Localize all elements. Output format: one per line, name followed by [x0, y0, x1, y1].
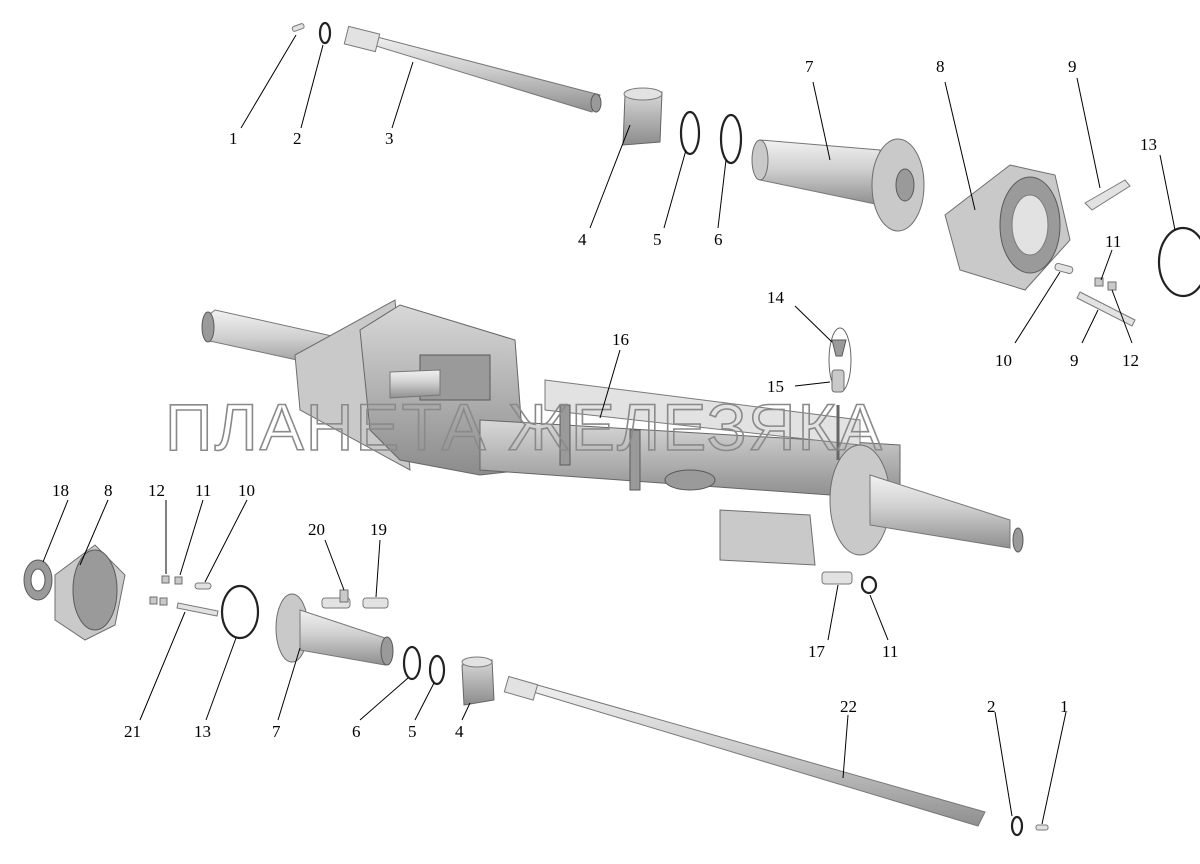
- parts-10-11-12-small-bottom: [149, 575, 212, 606]
- callout-16: 16: [612, 330, 629, 349]
- part-5-ring-top: [679, 110, 701, 156]
- parts-17-11-bolt-washer: [821, 571, 878, 595]
- part-8-brake-bottom: [54, 544, 126, 641]
- part-5-ring-bottom: [428, 654, 446, 686]
- callout-14: 14: [767, 288, 785, 307]
- callout-labels: 1 2 3 4 5 6 7 8 9 13 11 10 9 12 14 15 16…: [52, 57, 1157, 741]
- callout-6-top: 6: [714, 230, 723, 249]
- callout-11-bottom: 11: [195, 481, 211, 500]
- callout-5-bottom: 5: [408, 722, 417, 741]
- callout-2-top: 2: [293, 129, 302, 148]
- watermark-text: ПЛАНЕТА ЖЕЛЕЗЯКА: [165, 390, 884, 464]
- part-8-brake-top: [944, 164, 1071, 291]
- leader-lines: [42, 34, 1176, 825]
- callout-10-top: 10: [995, 351, 1012, 370]
- part-1-pin-bottom: [1035, 824, 1049, 831]
- callout-2-bottom: 2: [987, 697, 996, 716]
- callout-12-top: 12: [1122, 351, 1139, 370]
- callout-8-bottom: 8: [104, 481, 113, 500]
- callout-5-top: 5: [653, 230, 662, 249]
- part-2-ring-top: [318, 21, 332, 45]
- part-2-ring-bottom: [1010, 815, 1024, 837]
- part-4-bushing-bottom: [461, 656, 495, 706]
- part-9-bracket-top: [1084, 179, 1131, 211]
- callout-1-bottom: 1: [1060, 697, 1069, 716]
- part-6-ring-top: [719, 113, 743, 165]
- parts-14-15-breather: [828, 327, 852, 460]
- callout-9-top: 9: [1068, 57, 1077, 76]
- callout-21: 21: [124, 722, 141, 741]
- callout-1-top: 1: [229, 129, 238, 148]
- part-13-ring-top: [1157, 226, 1200, 298]
- callout-7-top: 7: [805, 57, 814, 76]
- part-7-hub-top: [751, 138, 925, 232]
- part-18-seal-bottom: [23, 559, 53, 601]
- part-6-ring-bottom: [402, 645, 422, 681]
- callout-20: 20: [308, 520, 325, 539]
- callout-12-bottom: 12: [148, 481, 165, 500]
- callout-3: 3: [385, 129, 394, 148]
- callout-13-bottom: 13: [194, 722, 211, 741]
- callout-22: 22: [840, 697, 857, 716]
- part-22-shaft-bottom: [503, 675, 986, 827]
- parts-19-20-bolts: [321, 589, 389, 609]
- callout-4-top: 4: [578, 230, 587, 249]
- part-7-hub-bottom: [275, 593, 394, 666]
- callout-9-bottom-right: 9: [1070, 351, 1079, 370]
- part-21-rod: [176, 602, 219, 617]
- part-3-shaft-top: [343, 25, 602, 113]
- callout-4-bottom: 4: [455, 722, 464, 741]
- callout-7-bottom: 7: [272, 722, 281, 741]
- callout-13-top: 13: [1140, 135, 1157, 154]
- parts-10-11-12-small-top: [1054, 262, 1136, 327]
- callout-15: 15: [767, 377, 784, 396]
- callout-17: 17: [808, 642, 826, 661]
- callout-8-top: 8: [936, 57, 945, 76]
- callout-10-bottom: 10: [238, 481, 255, 500]
- callout-11-bolt: 11: [882, 642, 898, 661]
- callout-6-bottom: 6: [352, 722, 361, 741]
- part-4-bushing-top: [622, 87, 663, 146]
- part-13-ring-bottom: [220, 584, 260, 640]
- callout-18: 18: [52, 481, 69, 500]
- callout-19: 19: [370, 520, 387, 539]
- part-16-axle-housing: [201, 299, 1024, 566]
- part-1-pin-top: [291, 23, 305, 32]
- callout-11-top: 11: [1105, 232, 1121, 251]
